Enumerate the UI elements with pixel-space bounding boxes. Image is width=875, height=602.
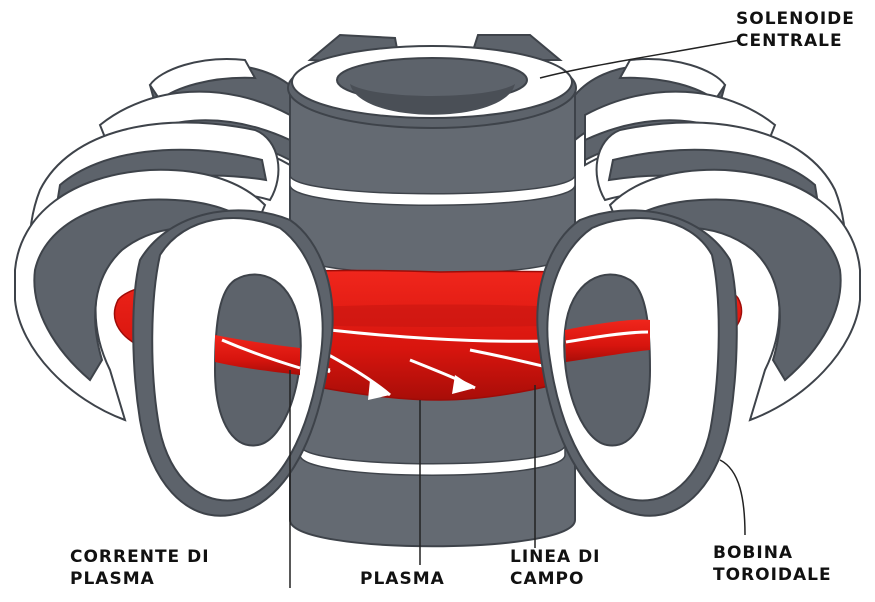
field-line-label-line-2: CAMPO — [510, 568, 601, 590]
toroidal-coil-label-line-1: BOBINA — [713, 542, 832, 564]
plasma-label: PLASMA — [360, 568, 445, 590]
central-solenoid-label: SOLENOIDE CENTRALE — [736, 8, 855, 52]
central-solenoid-label-line-1: SOLENOIDE — [736, 8, 855, 30]
toroidal-coil-label-line-2: TOROIDALE — [713, 564, 832, 586]
plasma-label-text: PLASMA — [360, 568, 445, 590]
leader-toroidal-coil — [720, 460, 745, 535]
plasma-current-label: CORRENTE DI PLASMA — [70, 546, 210, 590]
toroidal-coil-label: BOBINA TOROIDALE — [713, 542, 832, 586]
plasma-current-label-line-2: PLASMA — [70, 568, 210, 590]
plasma-current-label-line-1: CORRENTE DI — [70, 546, 210, 568]
central-solenoid-label-line-2: CENTRALE — [736, 30, 855, 52]
field-line-label-line-1: LINEA DI — [510, 546, 601, 568]
field-line-label: LINEA DI CAMPO — [510, 546, 601, 590]
